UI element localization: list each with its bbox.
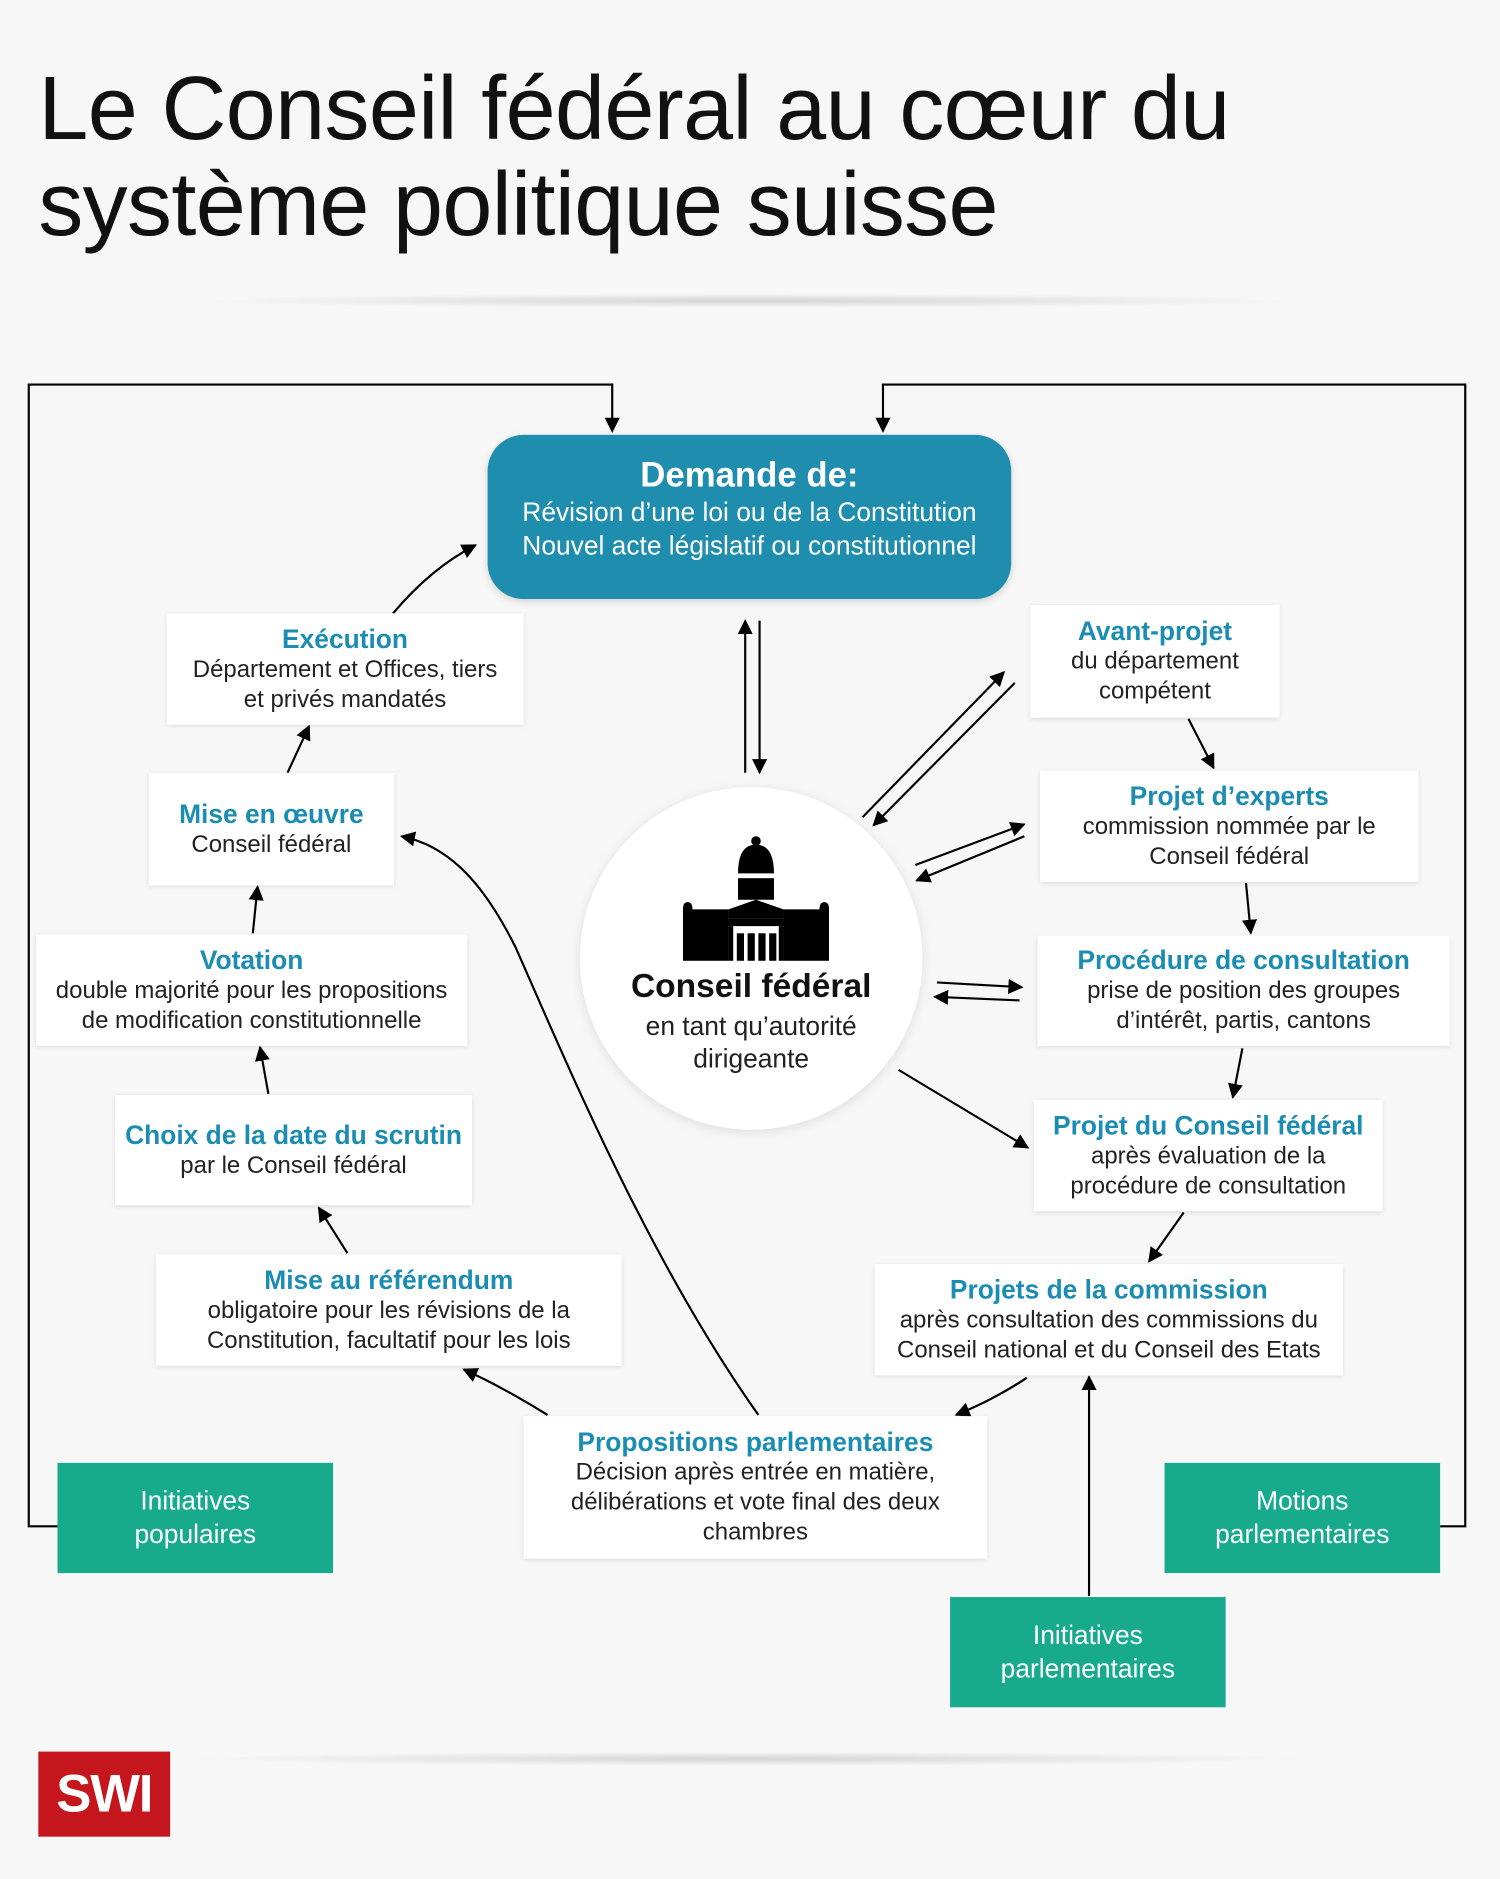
step-text: Département et Offices, tiers <box>192 655 498 683</box>
arrow-motions-to-demande <box>875 383 1467 1528</box>
title-line-1: Le Conseil fédéral au cœur du <box>38 57 1230 159</box>
origin-text: Initiatives <box>1032 1619 1143 1650</box>
conseil-federal-circle: Conseil fédéral en tant qu’autorité diri… <box>579 787 923 1130</box>
arrow-execution-to-demande <box>392 544 477 615</box>
arrow-consultation-to-cf <box>932 989 1020 1005</box>
step-execution: Exécution Département et Offices, tiers … <box>166 613 524 725</box>
step-avant-projet: Avant-projet du département compétent <box>1030 605 1280 718</box>
center-line: en tant qu’autorité <box>645 1011 857 1042</box>
title-line-2: système politique suisse <box>38 153 998 254</box>
origin-text: parlementaires <box>1000 1653 1176 1684</box>
arrow-initiatives-populaires-to-demande <box>27 383 620 1528</box>
step-projet-cf: Projet du Conseil fédéral après évaluati… <box>1033 1099 1383 1212</box>
demande-heading: Demande de: <box>640 456 859 495</box>
bottom-divider <box>179 1751 1318 1766</box>
step-commission: Projets de la commission après consultat… <box>874 1263 1344 1376</box>
step-heading: Mise au référendum <box>264 1264 514 1295</box>
arrow-avant-projet-to-cf <box>872 682 1016 827</box>
origin-initiatives-parlementaires: Initiatives parlementaires <box>950 1597 1226 1708</box>
step-text: délibérations et vote final des deux <box>570 1489 940 1516</box>
origin-text: populaires <box>134 1519 257 1550</box>
step-text: compétent <box>1098 678 1211 705</box>
arrow-experts-to-cf <box>915 835 1025 883</box>
arrow-propositions-to-referendum <box>462 1368 549 1416</box>
arrow-votation-to-mise-en-oeuvre <box>248 885 264 934</box>
page-title: Le Conseil fédéral au cœur du système po… <box>38 57 1230 254</box>
step-heading: Choix de la date du scrutin <box>125 1119 462 1150</box>
step-text: prise de position des groupes <box>1087 977 1401 1004</box>
arrow-cf-to-experts <box>914 821 1026 867</box>
arrow-cf-to-avant-projet <box>861 671 1006 818</box>
arrow-propositions-to-mise-en-oeuvre <box>399 831 760 1416</box>
arrow-cf-to-consultation <box>936 978 1024 994</box>
step-consultation: Procédure de consultation prise de posit… <box>1037 935 1450 1046</box>
step-heading: Projet du Conseil fédéral <box>1053 1110 1364 1140</box>
step-text: obligatoire pour les révisions de la <box>207 1296 570 1324</box>
step-heading: Propositions parlementaires <box>577 1426 934 1457</box>
step-text: chambres <box>702 1519 808 1546</box>
step-text: d’intérêt, partis, cantons <box>1116 1007 1371 1034</box>
step-text: Constitution, facultatif pour les lois <box>206 1326 571 1354</box>
step-heading: Projets de la commission <box>949 1274 1268 1305</box>
step-text: Conseil fédéral <box>1149 842 1310 870</box>
arrow-commission-to-propositions <box>954 1376 1028 1417</box>
arrow-choix-to-votation <box>254 1045 270 1095</box>
step-text: après consultation des commissions du <box>899 1306 1318 1333</box>
arrow-mise-en-oeuvre-to-execution <box>286 724 311 774</box>
center-line: dirigeante <box>693 1043 810 1074</box>
step-text: procédure de consultation <box>1070 1172 1347 1199</box>
arrow-consultation-to-projet-cf <box>1228 1048 1244 1099</box>
step-choix-date: Choix de la date du scrutin par le Conse… <box>115 1095 473 1206</box>
demande-line: Nouvel acte législatif ou constitutionne… <box>522 530 977 561</box>
arrow-avant-projet-to-experts <box>1187 718 1215 770</box>
arrow-referendum-to-choix <box>317 1206 349 1254</box>
arrow-cf-to-projet-cf <box>898 1068 1030 1149</box>
step-heading: Projet d’experts <box>1129 780 1329 811</box>
center-heading: Conseil fédéral <box>630 966 872 1004</box>
origin-text: Initiatives <box>140 1485 251 1516</box>
swi-logo: SWI <box>38 1751 171 1837</box>
origin-text: parlementaires <box>1215 1519 1390 1550</box>
federal-palace-icon <box>682 836 830 961</box>
step-referendum: Mise au référendum obligatoire pour les … <box>155 1254 622 1366</box>
step-propositions: Propositions parlementaires Décision apr… <box>523 1416 988 1559</box>
step-text: par le Conseil fédéral <box>180 1151 407 1179</box>
step-text: de modification constitutionnelle <box>81 1006 422 1034</box>
step-heading: Avant-projet <box>1077 615 1233 646</box>
origin-text: Motions <box>1256 1485 1349 1516</box>
origin-initiatives-populaires: Initiatives populaires <box>57 1462 334 1574</box>
step-projet-experts: Projet d’experts commission nommée par l… <box>1039 770 1419 882</box>
step-text: double majorité pour les propositions <box>55 977 448 1004</box>
step-text: du département <box>1071 648 1239 675</box>
step-text: Décision après entrée en matière, <box>575 1459 936 1486</box>
demande-box: Demande de: Révision d’une loi ou de la … <box>487 434 1012 600</box>
step-heading: Procédure de consultation <box>1077 945 1410 976</box>
step-heading: Exécution <box>282 623 409 654</box>
step-heading: Mise en œuvre <box>179 798 364 829</box>
step-text: après évaluation de la <box>1091 1142 1326 1169</box>
arrow-experts-to-consultation <box>1241 882 1258 935</box>
center-subtitle: en tant qu’autorité dirigeante <box>580 1010 923 1075</box>
step-votation: Votation double majorité pour les propos… <box>35 934 468 1046</box>
step-text: Conseil fédéral <box>191 830 352 858</box>
step-text: et privés mandatés <box>243 685 447 713</box>
top-divider <box>179 293 1318 308</box>
step-text: Conseil national et du Conseil des Etats <box>897 1336 1321 1363</box>
origin-motions: Motions parlementaires <box>1164 1462 1441 1574</box>
demande-line: Révision d’une loi ou de la Constitution <box>522 497 977 528</box>
step-mise-en-oeuvre: Mise en œuvre Conseil fédéral <box>148 772 395 886</box>
step-text: commission nommée par le <box>1082 812 1376 840</box>
arrow-projet-cf-to-commission <box>1148 1211 1185 1263</box>
step-heading: Votation <box>199 944 304 975</box>
